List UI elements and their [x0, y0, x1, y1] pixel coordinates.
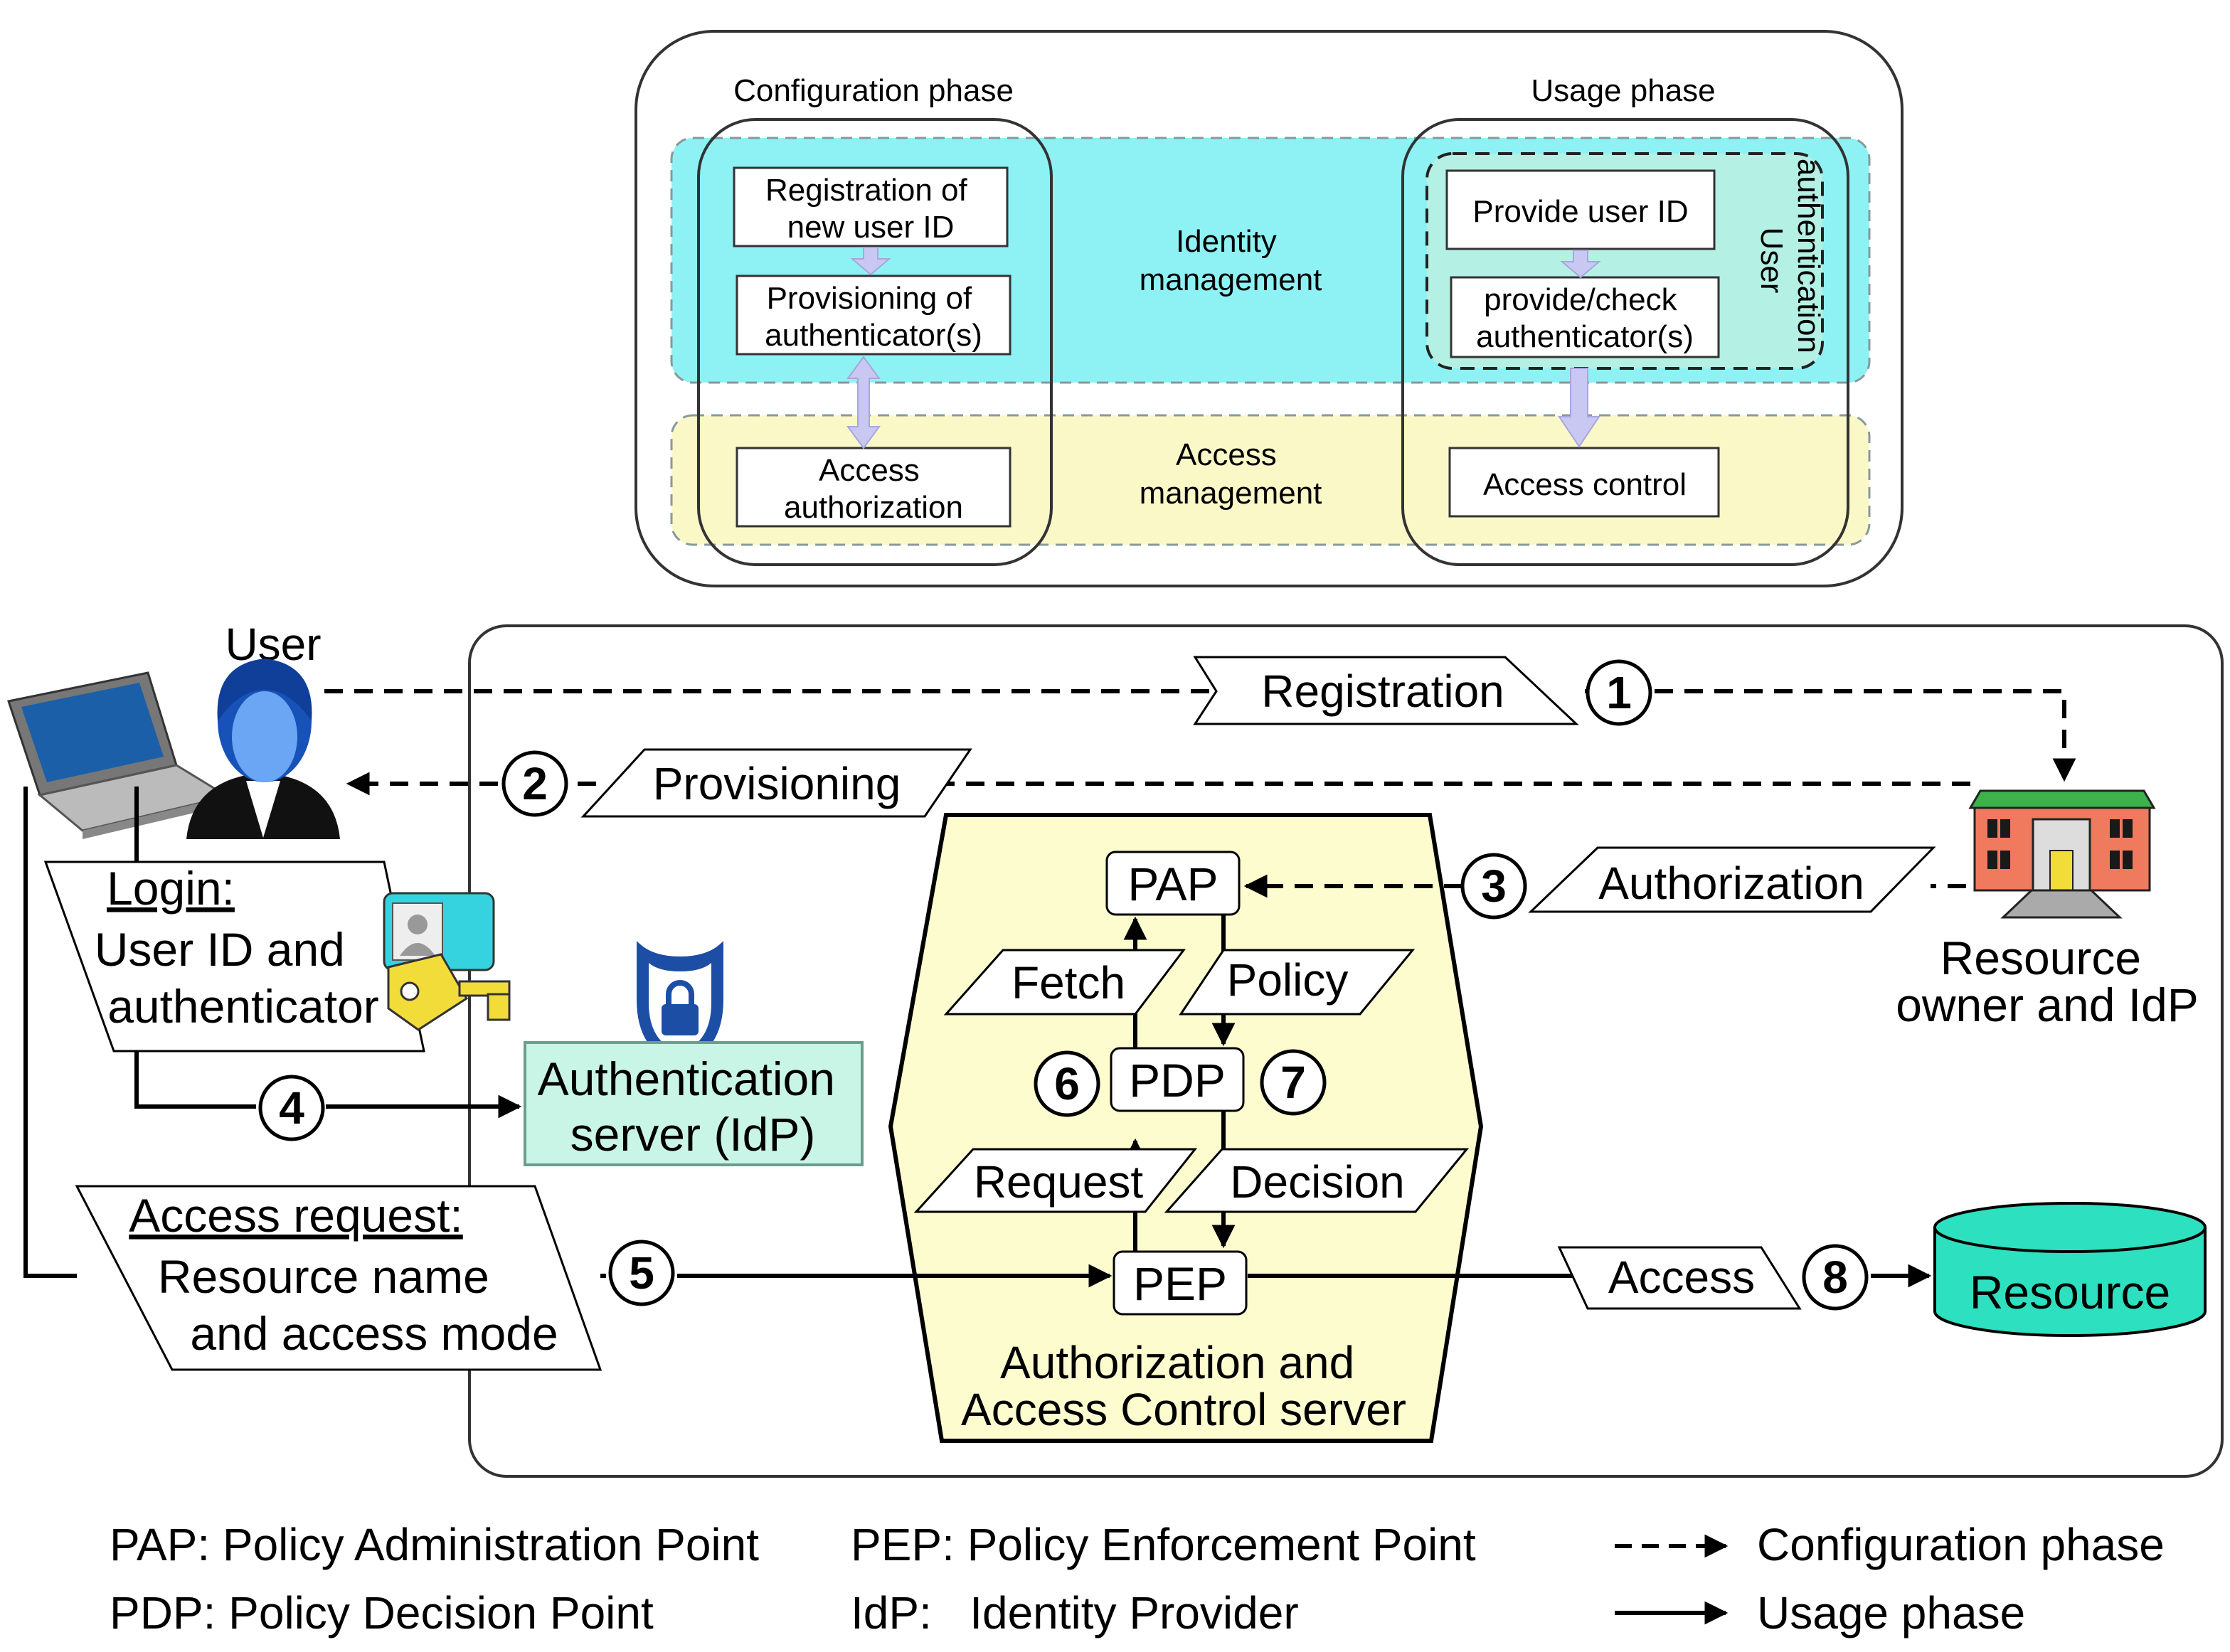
decision-flow-label: Decision: [1230, 1156, 1404, 1208]
access-control-box: Access control: [1483, 467, 1687, 502]
shield-lock-icon: [637, 941, 723, 1067]
provisioning-flow-label: Provisioning: [653, 758, 901, 809]
request-flow-tag: [913, 1148, 1198, 1213]
usage-phase-box: [1401, 118, 1849, 566]
pep-box: [1113, 1250, 1248, 1316]
step-4: 4: [279, 1082, 304, 1134]
decision-flow-tag: [1164, 1148, 1470, 1213]
identity-management-label: Identity management: [1140, 224, 1322, 297]
policy-flow-tag: [1179, 949, 1416, 1016]
user-authentication-label: authentication User: [1754, 159, 1826, 362]
access-management-label: Access management: [1140, 437, 1322, 511]
legend-config-phase: Configuration phase: [1757, 1519, 2165, 1570]
legend-pdp: PDP: Policy Decision Point: [110, 1587, 654, 1638]
step-2: 2: [522, 758, 548, 809]
login-text: User ID and authenticator: [95, 923, 379, 1033]
step-7: 7: [1280, 1057, 1306, 1108]
access-request-text: Resource name and access mode: [158, 1250, 558, 1360]
provisioning-flow-tag: [580, 748, 972, 818]
fetch-flow-tag: [943, 949, 1186, 1016]
legend-usage-phase: Usage phase: [1757, 1587, 2025, 1638]
pap-label: PAP: [1127, 858, 1218, 910]
step-6: 6: [1054, 1058, 1080, 1109]
registration-flow-tag: [1193, 656, 1579, 725]
authentication-server-box: [524, 1041, 864, 1166]
fetch-flow-label: Fetch: [1012, 957, 1125, 1008]
legend-idp: IdP: Identity Provider: [851, 1587, 1299, 1638]
phase-flow-arrows: [846, 247, 1601, 449]
phase-overview-panel: Configuration phase Usage phase Identity…: [635, 30, 1904, 587]
registration-of-new-user-id-box: Registration of new user ID: [765, 173, 976, 245]
usage-phase-title: Usage phase: [1531, 73, 1715, 108]
pap-box: [1105, 851, 1241, 916]
legend-pep: PEP: Policy Enforcement Point: [851, 1519, 1476, 1570]
step-8: 8: [1822, 1252, 1848, 1303]
pdp-box: [1110, 1047, 1245, 1112]
id-card-icon: [383, 892, 495, 971]
key-icon: [387, 953, 511, 1031]
registration-flow-label: Registration: [1261, 666, 1504, 717]
provide-check-authenticators-box: provide/check authenticator(s): [1476, 282, 1694, 354]
policy-flow-label: Policy: [1227, 954, 1349, 1006]
access-flow-tag: [1557, 1246, 1802, 1310]
resource-owner-label: Resource owner and IdP: [1896, 932, 2199, 1031]
access-request-title: Access request:: [129, 1189, 463, 1242]
authorization-server-label: Authorization and Access Control server: [961, 1337, 1406, 1435]
provisioning-of-authenticators-box: Provisioning of authenticator(s): [765, 281, 982, 353]
authorization-flow-tag: [1528, 846, 1936, 913]
login-title: Login:: [107, 862, 235, 915]
access-flow-label: Access: [1608, 1252, 1755, 1303]
legend: PAP: Policy Administration Point PDP: Po…: [110, 1519, 2165, 1638]
resource-owner-building-icon: [1968, 789, 2156, 919]
access-authorization-box: Access authorization: [784, 453, 963, 525]
step-circles: [258, 659, 1869, 1311]
request-flow-label: Request: [974, 1156, 1144, 1208]
usage-phase-arrows: [23, 787, 1932, 1288]
resource-database: [1933, 1202, 2207, 1337]
step-1: 1: [1606, 667, 1632, 718]
authentication-server-label: Authentication server (IdP): [538, 1053, 849, 1161]
pdp-label: PDP: [1129, 1054, 1226, 1107]
resource-label: Resource: [1970, 1266, 2170, 1318]
access-request-box: [75, 1185, 602, 1371]
configuration-phase-box: [697, 118, 1053, 566]
legend-pap: PAP: Policy Administration Point: [110, 1519, 759, 1570]
laptop-icon: [7, 671, 230, 839]
provide-user-id-box: Provide user ID: [1472, 194, 1688, 229]
login-box: [43, 860, 425, 1053]
pep-label: PEP: [1133, 1257, 1227, 1310]
configuration-phase-title: Configuration phase: [733, 73, 1014, 108]
authorization-flow-label: Authorization: [1598, 858, 1864, 909]
configuration-phase-arrows: [324, 689, 2076, 898]
user-avatar-icon: [186, 659, 340, 839]
step-5: 5: [629, 1247, 654, 1299]
step-3: 3: [1481, 860, 1507, 912]
